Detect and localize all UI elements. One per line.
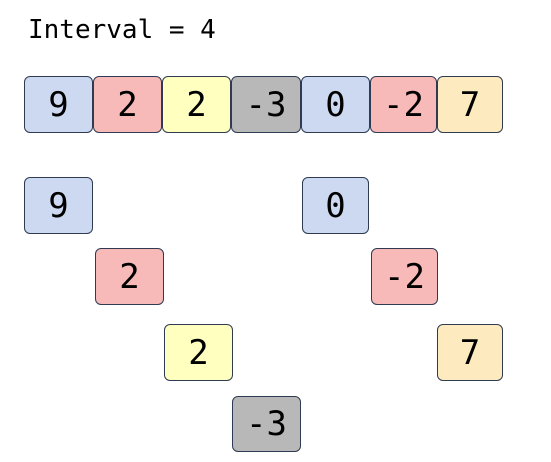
- array-cell-2: 2: [162, 76, 231, 133]
- array-cell-6: 7: [437, 76, 503, 133]
- array-cell-4: 0: [301, 76, 370, 133]
- group-0-cell-1: 0: [302, 177, 369, 234]
- group-0-cell-0: 9: [24, 177, 93, 234]
- group-1-cell-0: 2: [95, 248, 164, 305]
- group-2-cell-1: 7: [437, 324, 503, 381]
- array-cell-5: -2: [370, 76, 437, 133]
- group-3-cell-0: -3: [232, 396, 301, 452]
- interval-title: Interval = 4: [28, 15, 216, 45]
- array-cell-0: 9: [24, 76, 93, 133]
- array-cell-1: 2: [93, 76, 162, 133]
- array-cell-3: -3: [231, 76, 301, 133]
- group-2-cell-0: 2: [164, 324, 233, 381]
- group-1-cell-1: -2: [371, 248, 438, 305]
